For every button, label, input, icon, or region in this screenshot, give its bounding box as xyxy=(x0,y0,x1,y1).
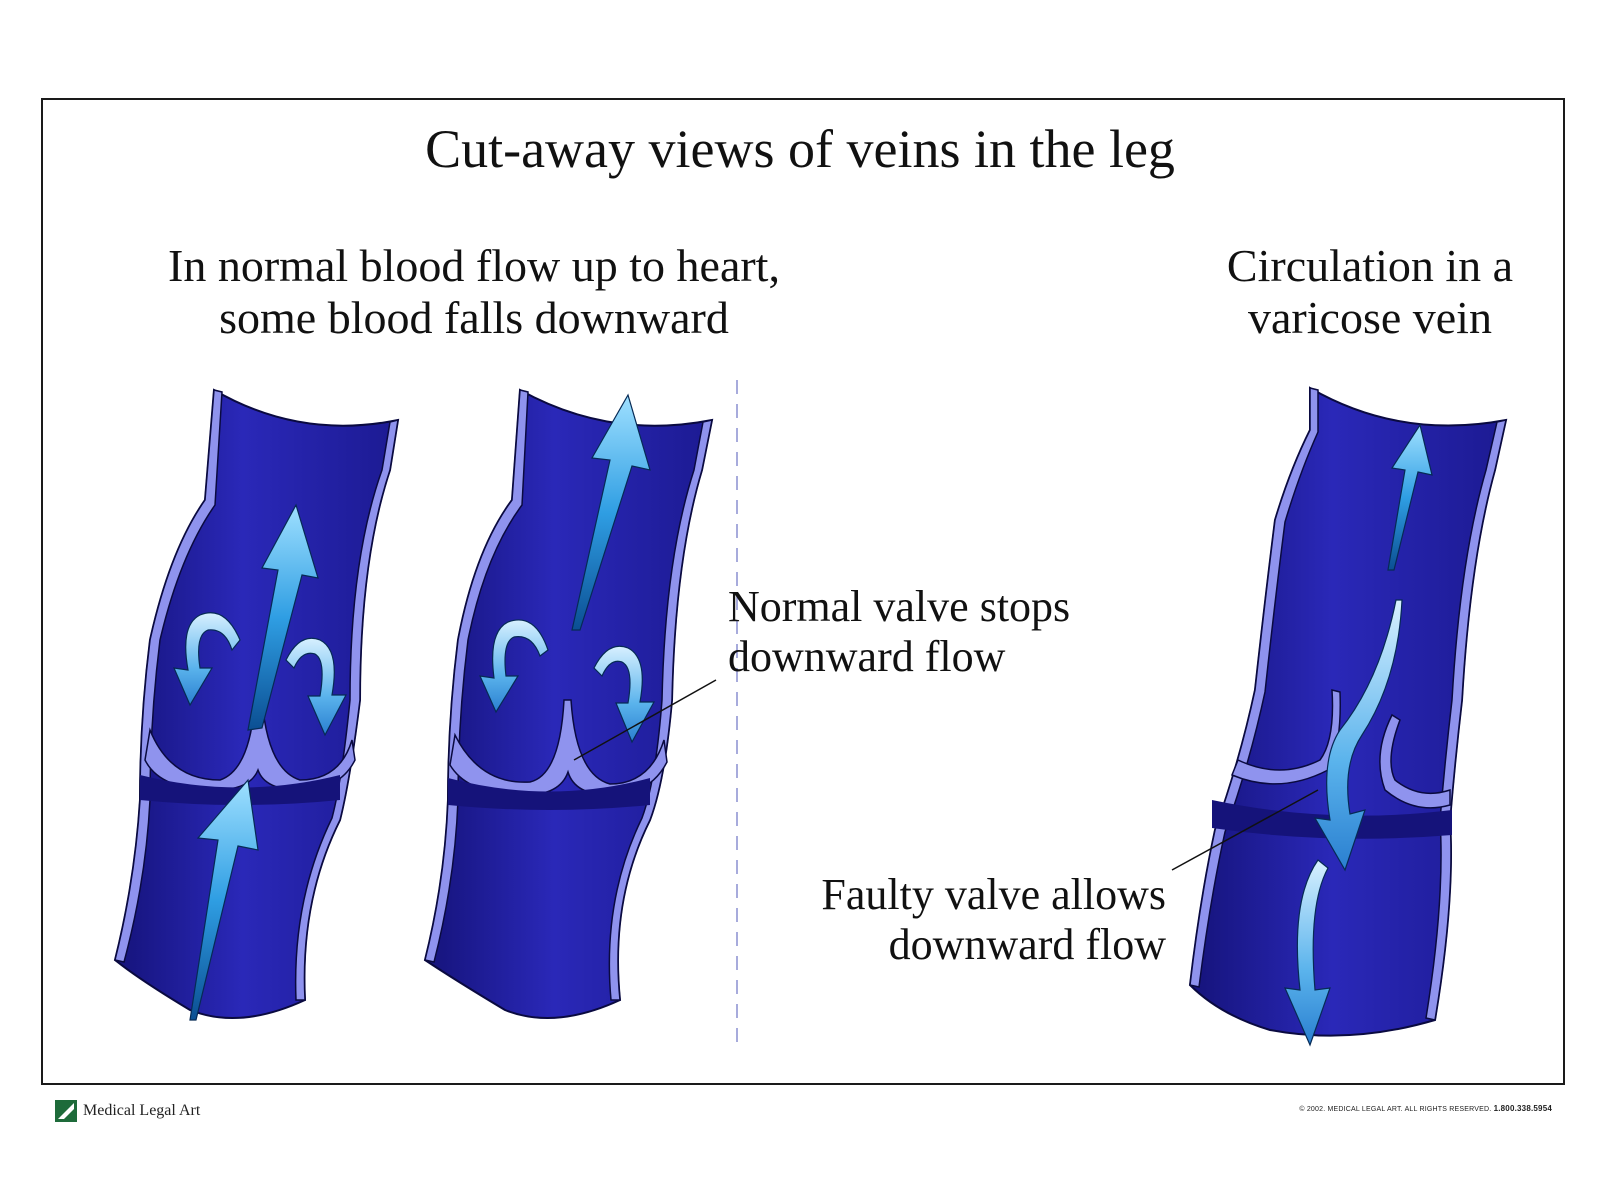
vein-2-wall-right xyxy=(608,419,713,1001)
copyright-text: © 2002. MEDICAL LEGAL ART. ALL RIGHTS RE… xyxy=(1299,1106,1492,1113)
heading-normal-flow: In normal blood flow up to heart, some b… xyxy=(104,240,844,344)
vein-varicose xyxy=(1188,386,1508,1047)
phone-number: 1.800.338.5954 xyxy=(1493,1104,1552,1113)
heading-normal-line2: some blood falls downward xyxy=(219,292,729,343)
vein-3-valve xyxy=(1231,689,1341,785)
label-normal-valve: Normal valve stops downward flow xyxy=(728,582,1168,682)
vein-3-down-arrow-upper xyxy=(1313,599,1403,872)
logo-text: Medical Legal Art xyxy=(83,1102,201,1119)
vein-2-lower-opening xyxy=(448,778,650,810)
logo-mark-icon xyxy=(55,1100,77,1122)
vein-2-curl-right xyxy=(593,645,656,744)
vein-3-valve-right xyxy=(1379,713,1451,809)
vein-normal-flow-1 xyxy=(113,388,400,1021)
diagram-title: Cut-away views of veins in the leg xyxy=(425,119,1175,179)
vein-2-curl-left xyxy=(479,619,549,714)
heading-varicose: Circulation in a varicose vein xyxy=(1180,240,1560,344)
heading-varicose-line2: varicose vein xyxy=(1248,292,1492,343)
vein-2-wall-left xyxy=(424,389,529,963)
label-normal-line2: downward flow xyxy=(728,632,1006,681)
vein-2-up-arrow xyxy=(571,393,651,631)
label-normal-line1: Normal valve stops xyxy=(728,582,1071,631)
vein-1-curl-left xyxy=(173,612,241,707)
vein-3-wall-left xyxy=(1189,387,1319,988)
vein-normal-flow-2 xyxy=(423,388,714,1019)
copyright-notice: © 2002. MEDICAL LEGAL ART. ALL RIGHTS RE… xyxy=(1299,1104,1552,1113)
leader-faulty-valve xyxy=(1171,789,1319,871)
vein-3-wall-right xyxy=(1425,419,1507,1021)
label-faulty-valve: Faulty valve allows downward flow xyxy=(700,870,1166,970)
heading-varicose-line1: Circulation in a xyxy=(1226,240,1514,291)
vein-3-down-arrow-lower xyxy=(1284,859,1331,1047)
vein-1-up-arrow-bottom xyxy=(189,778,259,1021)
label-faulty-line1: Faulty valve allows xyxy=(821,870,1166,919)
heading-normal-line1: In normal blood flow up to heart, xyxy=(168,240,780,291)
vein-1-up-arrow-top xyxy=(247,503,319,731)
leader-normal-valve xyxy=(573,679,717,761)
vein-3-up-arrow xyxy=(1387,423,1433,571)
vein-1-wall-right xyxy=(294,418,399,1001)
publisher-logo: Medical Legal Art xyxy=(55,1100,200,1122)
diagram-frame xyxy=(41,98,1565,1085)
label-faulty-line2: downward flow xyxy=(888,920,1166,969)
vein-1-wall-left xyxy=(114,389,223,963)
vein-1-curl-right xyxy=(285,637,347,737)
